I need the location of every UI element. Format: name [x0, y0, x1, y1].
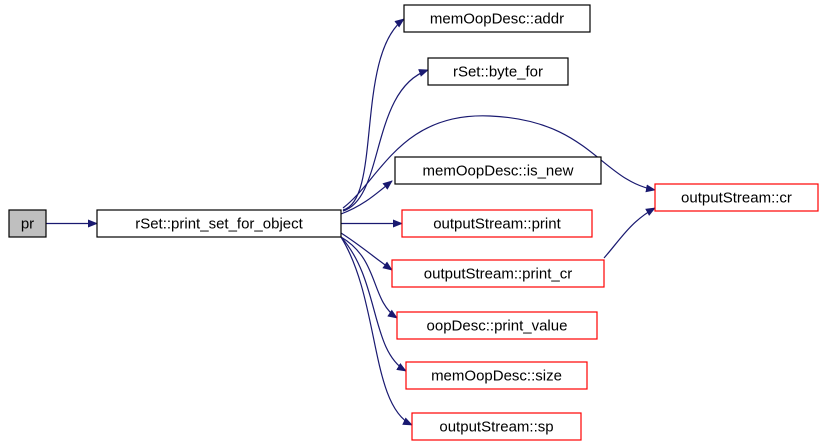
node-cr[interactable]: outputStream::cr [654, 183, 819, 212]
node-addr: memOopDesc::addr [403, 4, 591, 33]
node-byte-for: rSet::byte_for [427, 57, 569, 86]
node-box [411, 412, 582, 441]
node-box [427, 57, 569, 86]
node-box [391, 259, 605, 288]
node-label: outputStream::sp [439, 419, 553, 436]
node-sp[interactable]: outputStream::sp [411, 412, 582, 441]
node-box [405, 361, 588, 390]
edge-print_set_for_object-to-byte_for [342, 69, 429, 212]
node-box [394, 156, 602, 185]
edge-print_set_for_object-to-size [340, 236, 407, 372]
edge-print_cr-to-cr [603, 207, 656, 259]
node-print-cr[interactable]: outputStream::print_cr [391, 259, 605, 288]
node-box [396, 311, 598, 340]
edge-print_set_for_object-to-print_cr [340, 232, 393, 271]
node-label: rSet::byte_for [453, 64, 543, 81]
node-pr: pr [8, 209, 47, 238]
node-label: outputStream::print_cr [424, 266, 572, 283]
node-label: memOopDesc::size [431, 368, 562, 385]
node-print-value[interactable]: oopDesc::print_value [396, 311, 598, 340]
node-is-new: memOopDesc::is_new [394, 156, 602, 185]
edge-print_set_for_object-to-is_new [340, 180, 393, 215]
node-label: outputStream::cr [681, 190, 792, 207]
edge-print_set_for_object-to-sp [340, 236, 413, 426]
node-print-set-for-object: rSet::print_set_for_object [96, 209, 342, 238]
edges-layer [46, 18, 656, 426]
edge-print_set_for_object-to-print_value [340, 236, 398, 319]
node-label: oopDesc::print_value [427, 318, 568, 335]
node-label: pr [21, 216, 34, 233]
node-box [401, 209, 593, 238]
node-label: rSet::print_set_for_object [135, 216, 303, 233]
node-box [403, 4, 591, 33]
edge-print_set_for_object-to-addr [342, 18, 405, 211]
node-label: memOopDesc::addr [430, 11, 564, 28]
node-box [96, 209, 342, 238]
edge-print_set_for_object-to-cr [342, 115, 656, 209]
node-print[interactable]: outputStream::print [401, 209, 593, 238]
node-size[interactable]: memOopDesc::size [405, 361, 588, 390]
node-label: memOopDesc::is_new [423, 163, 574, 180]
node-label: outputStream::print [433, 216, 561, 233]
node-box [8, 209, 47, 238]
node-box [654, 183, 819, 212]
